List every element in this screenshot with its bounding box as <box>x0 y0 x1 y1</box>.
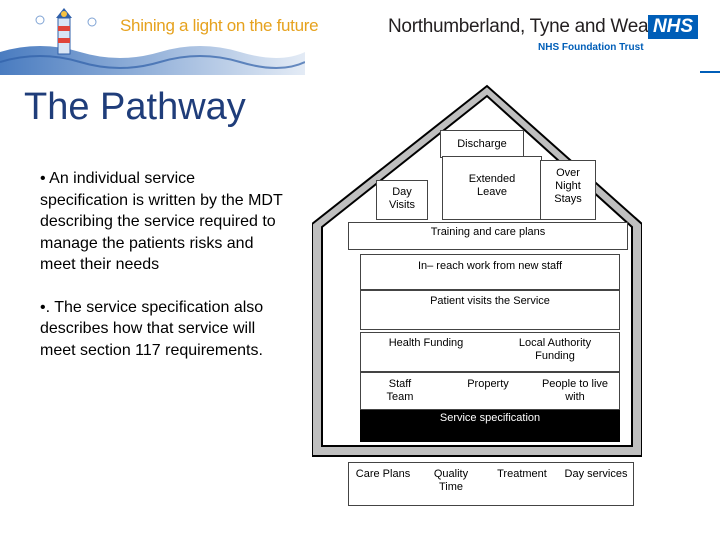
service-specification-box: Service specification <box>360 410 620 442</box>
foundation-box: Care Plans Quality Time Treatment Day se… <box>348 462 634 506</box>
nhs-logo-icon: NHS <box>648 15 698 39</box>
staff-team-label: Staff Team <box>386 378 414 403</box>
day-visits-box: Day Visits <box>376 180 428 220</box>
local-authority-label: Local Authority Funding <box>518 337 592 362</box>
bullet-list: • An individual service specification is… <box>40 168 285 382</box>
extended-leave-label: Extended Leave <box>468 173 516 198</box>
service-specification-label: Service specification <box>439 412 541 424</box>
quality-time-label: Quality Time <box>433 468 469 493</box>
trust-name: NHS Foundation Trust <box>538 42 644 53</box>
overnight-stays-box: Over Night Stays <box>540 160 596 220</box>
extended-leave-box: Extended Leave <box>442 156 542 220</box>
discharge-box: Discharge <box>440 130 524 158</box>
resources-box: Staff Team Property People to live with <box>360 372 620 410</box>
day-visits-label: Day Visits <box>388 186 416 211</box>
tagline: Shining a light on the future <box>120 16 319 35</box>
pathway-house-diagram: Discharge Day Visits Extended Leave Over… <box>312 84 642 524</box>
property-label: Property <box>467 378 509 390</box>
day-services-label: Day services <box>564 468 628 480</box>
lighthouse-logo-icon <box>0 8 305 75</box>
accent-line <box>700 71 720 73</box>
people-label: People to live with <box>541 378 609 403</box>
training-box: Training and care plans <box>348 222 628 250</box>
training-label: Training and care plans <box>430 226 546 238</box>
discharge-label: Discharge <box>457 138 507 150</box>
page-title: The Pathway <box>24 86 246 128</box>
funding-box: Health Funding Local Authority Funding <box>360 332 620 372</box>
patient-visits-box: Patient visits the Service <box>360 290 620 330</box>
care-plans-label: Care Plans <box>355 468 411 480</box>
health-funding-label: Health Funding <box>388 337 464 349</box>
overnight-stays-label: Over Night Stays <box>554 167 582 205</box>
inreach-box: In– reach work from new staff <box>360 254 620 290</box>
inreach-label: In– reach work from new staff <box>417 260 563 272</box>
patient-visits-label: Patient visits the Service <box>430 295 550 307</box>
organization-name: Northumberland, Tyne and Wear <box>388 16 655 37</box>
treatment-label: Treatment <box>497 468 547 480</box>
header-banner: Shining a light on the future Northumber… <box>0 0 720 75</box>
bullet-item: •. The service specification also descri… <box>40 298 264 359</box>
bullet-item: • An individual service specification is… <box>40 170 283 273</box>
